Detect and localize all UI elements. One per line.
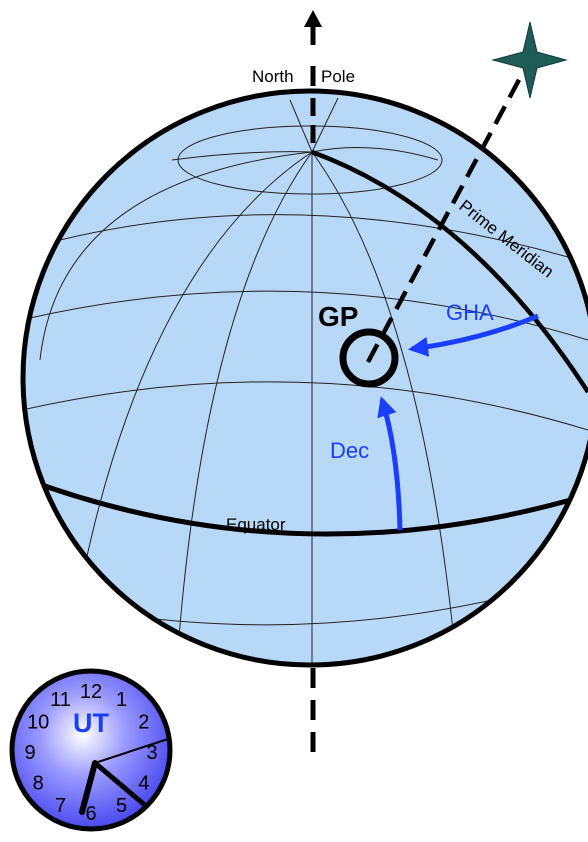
dec-label: Dec bbox=[330, 438, 369, 463]
clock-numeral: 4 bbox=[138, 773, 149, 795]
clock-title: UT bbox=[73, 708, 109, 738]
clock-numeral: 2 bbox=[138, 712, 149, 734]
clock-numeral: 10 bbox=[27, 712, 49, 734]
clock-numeral: 1 bbox=[116, 689, 127, 711]
dec-arrow bbox=[377, 396, 403, 531]
clock-numeral: 7 bbox=[55, 795, 66, 817]
star-line bbox=[366, 76, 522, 364]
gha-label: GHA bbox=[446, 300, 494, 325]
prime-meridian-line bbox=[311, 149, 588, 394]
clock-hour-hand bbox=[79, 760, 98, 815]
clock-numeral: 3 bbox=[146, 742, 157, 764]
pole-label: Pole bbox=[321, 67, 355, 86]
globe bbox=[23, 91, 588, 665]
clock-numeral: 6 bbox=[85, 803, 96, 825]
gha-arrow bbox=[408, 313, 539, 357]
star-icon bbox=[491, 21, 568, 99]
clock-second-hand bbox=[94, 738, 169, 764]
clock-numeral: 8 bbox=[33, 773, 44, 795]
clock-numeral: 12 bbox=[80, 681, 102, 703]
clock-numeral: 11 bbox=[50, 689, 71, 711]
clock-numeral: 9 bbox=[24, 742, 35, 764]
clock-minute-hand bbox=[92, 760, 149, 809]
polar-axis-top bbox=[304, 10, 322, 86]
north-label: North bbox=[252, 67, 294, 86]
gp-marker bbox=[339, 328, 399, 388]
globe-outline bbox=[20, 88, 588, 668]
equator-label: Equator bbox=[226, 515, 286, 534]
gp-label: GP bbox=[318, 301, 358, 332]
clock-numeral: 5 bbox=[116, 795, 127, 817]
clock-face bbox=[9, 668, 173, 832]
equator-line bbox=[27, 477, 588, 537]
north-label-bg bbox=[246, 64, 308, 86]
